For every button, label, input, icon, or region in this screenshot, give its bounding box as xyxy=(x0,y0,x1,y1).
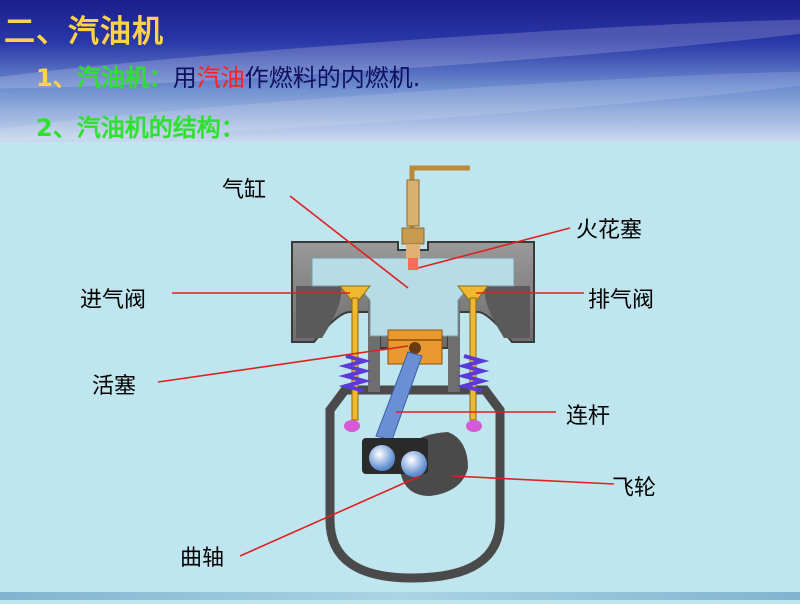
label-intake-valve: 进气阀 xyxy=(80,288,147,313)
definition-line: 1、汽油机：用汽油作燃料的内燃机. xyxy=(36,58,420,93)
exhaust-port xyxy=(484,286,530,338)
leader-piston xyxy=(157,345,409,383)
leader-flywheel xyxy=(451,475,615,485)
intake-valve xyxy=(338,285,372,432)
label-spark-plug: 火花塞 xyxy=(576,218,643,243)
definition-pre: 用 xyxy=(172,64,197,92)
crankshaft xyxy=(362,438,428,477)
slide-title: 二、汽油机 xyxy=(4,14,164,50)
definition-highlight: 汽油 xyxy=(196,64,245,92)
exhaust-valve xyxy=(456,285,490,432)
leader-crankshaft xyxy=(239,475,421,557)
engine-svg xyxy=(157,165,615,583)
spark-plug xyxy=(401,165,470,270)
definition-number: 1、 xyxy=(36,64,77,92)
crankcase xyxy=(325,385,505,583)
label-connecting-rod: 连杆 xyxy=(566,404,611,429)
label-crankshaft: 曲轴 xyxy=(180,546,225,571)
label-flywheel: 飞轮 xyxy=(612,476,657,501)
slide-header: 二、汽油机 1、汽油机：用汽油作燃料的内燃机. 2、汽油机的结构： xyxy=(0,0,800,142)
bottom-decor-strip xyxy=(0,592,800,600)
structure-heading: 2、汽油机的结构： xyxy=(36,114,245,142)
intake-port xyxy=(296,286,342,338)
leader-spark-plug xyxy=(417,227,571,269)
engine-diagram xyxy=(0,142,800,600)
connecting-rod xyxy=(375,351,423,441)
label-cylinder: 气缸 xyxy=(222,178,267,203)
leader-cylinder xyxy=(289,195,409,289)
definition-term: 汽油机： xyxy=(76,64,173,92)
definition-post: 作燃料的内燃机. xyxy=(244,64,421,92)
label-exhaust-valve: 排气阀 xyxy=(588,288,655,313)
label-piston: 活塞 xyxy=(92,374,137,399)
